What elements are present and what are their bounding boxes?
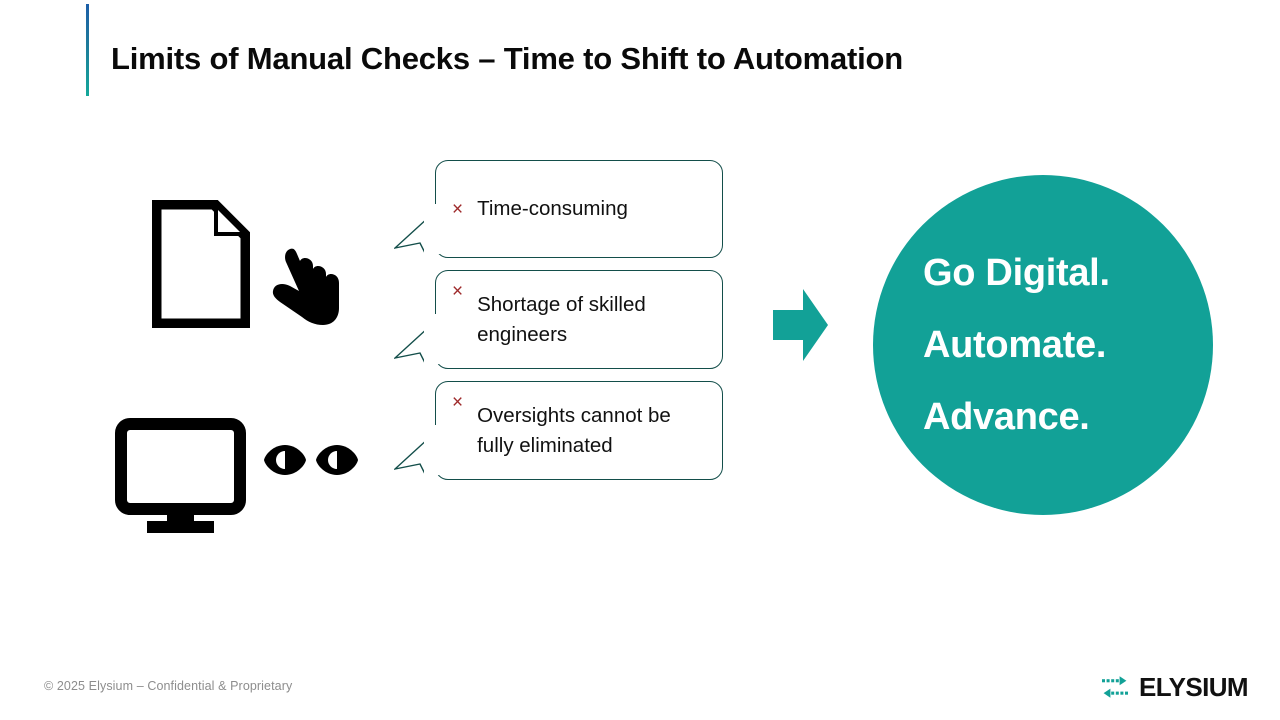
issue-bubble-1: × Time-consuming: [392, 160, 723, 258]
issue-bubble-text: Oversights cannot be fully eliminated: [477, 404, 671, 457]
bullet-cross-icon: ×: [452, 392, 464, 413]
bubble-tail-icon: [392, 425, 442, 475]
footer-copyright: © 2025 Elysium – Confidential & Propriet…: [44, 679, 293, 693]
company-logo: ELYSIUM: [1100, 668, 1249, 706]
document-icon: [150, 198, 252, 330]
issue-bubble-text: Shortage of skilled engineers: [477, 293, 646, 346]
cta-line-1: Go Digital.: [923, 252, 1110, 294]
bullet-cross-icon: ×: [452, 281, 464, 302]
issue-bubble-text: Time-consuming: [477, 197, 628, 221]
bullet-cross-icon: ×: [452, 198, 464, 220]
pointing-hand-icon: [268, 243, 344, 329]
sync-arrows-logo-icon: [1100, 672, 1130, 702]
cta-line-3: Advance.: [923, 396, 1090, 438]
cta-line-2: Automate.: [923, 324, 1107, 366]
monitor-icon: [115, 418, 246, 535]
issue-bubble-3: × Oversights cannot be fully eliminated: [392, 381, 723, 480]
bubble-tail-icon: [392, 314, 442, 364]
title-accent-bar: [86, 4, 89, 96]
eyes-icon: [264, 442, 358, 478]
issue-bubble-2: × Shortage of skilled engineers: [392, 270, 723, 369]
right-arrow-icon: [773, 289, 828, 361]
page-title: Limits of Manual Checks – Time to Shift …: [111, 41, 904, 76]
cta-circle: Go Digital. Automate. Advance.: [873, 175, 1213, 515]
company-logo-text: ELYSIUM: [1139, 672, 1249, 702]
bubble-tail-icon: [392, 204, 442, 254]
